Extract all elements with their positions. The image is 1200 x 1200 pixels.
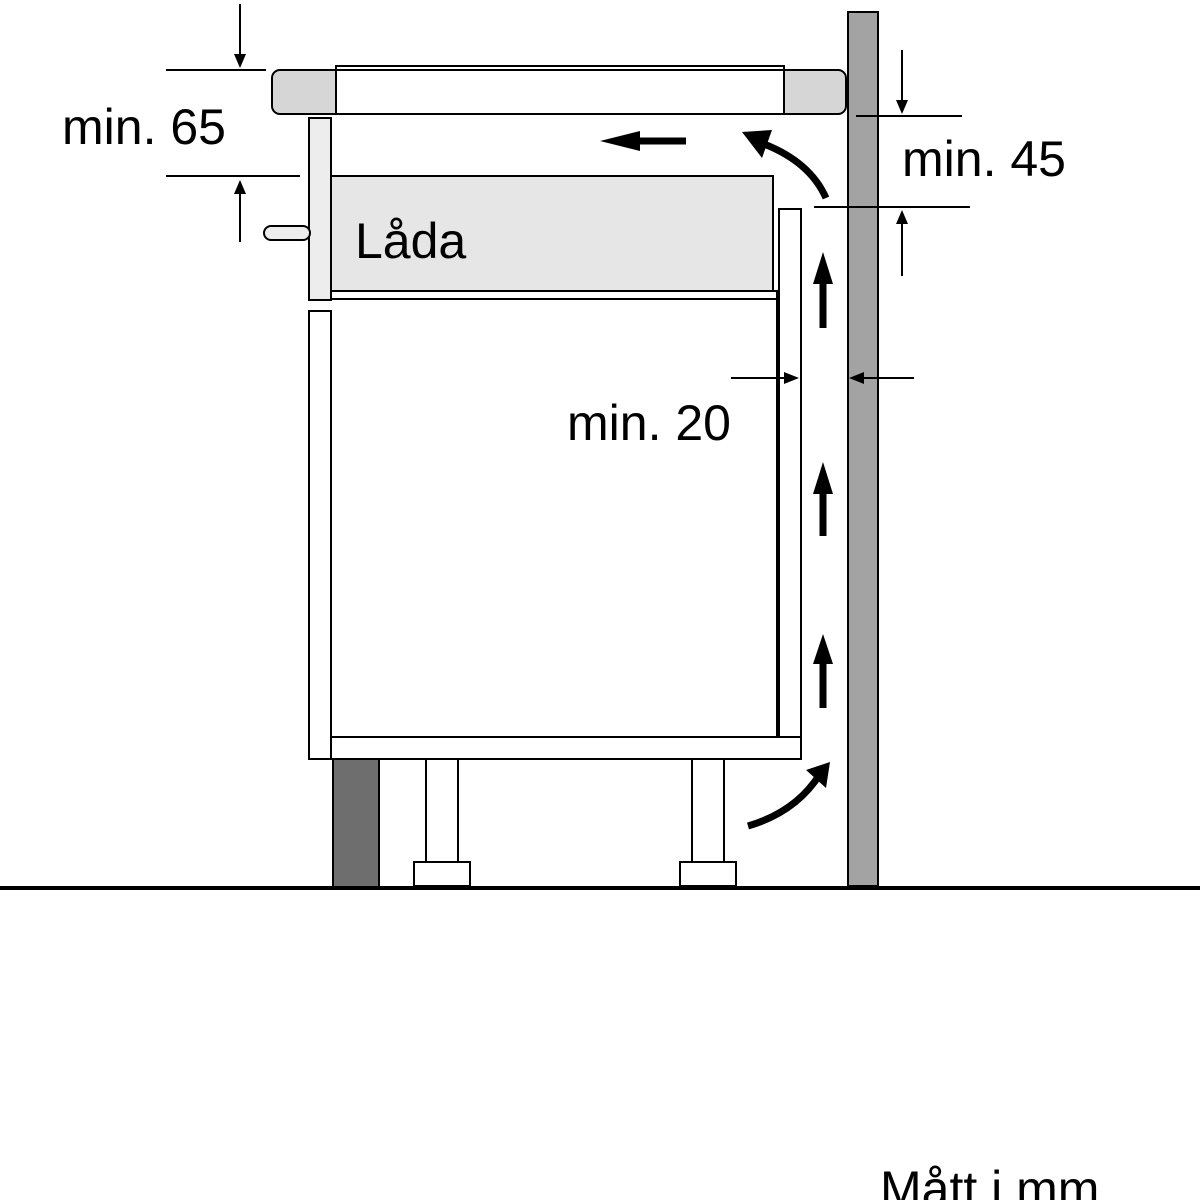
front-panel-lower — [308, 310, 332, 760]
airflow-arrow-up-2 — [813, 462, 833, 536]
airflow-arrow-left — [600, 131, 686, 151]
front-panel-upper — [308, 117, 332, 301]
label-min-65: min. 65 — [62, 99, 226, 155]
airflow-arrow-up-1 — [813, 634, 833, 708]
plinth — [332, 758, 380, 888]
wall — [847, 11, 879, 887]
leg-front — [413, 758, 471, 887]
airflow-arrow-curve-top — [762, 140, 830, 200]
dimension-min-45 — [814, 50, 970, 276]
airflow-arrow-up-3 — [813, 252, 833, 328]
airflow-arrow-curve-bottom — [747, 772, 823, 830]
drawer — [330, 175, 774, 292]
airflow-arrowhead-top — [742, 130, 772, 158]
dimension-min-65 — [166, 4, 300, 242]
airflow-arrows — [600, 130, 833, 830]
dimension-min-20 — [731, 372, 914, 384]
label-min-20: min. 20 — [567, 395, 731, 451]
drawer-handle — [263, 225, 311, 241]
drawer-shelf — [330, 290, 778, 300]
label-min-45: min. 45 — [902, 131, 1066, 187]
cooktop-glass — [335, 65, 785, 115]
cabinet-bottom — [330, 736, 802, 760]
drawer-label: Låda — [355, 213, 466, 269]
hob — [271, 65, 847, 115]
airflow-arrowhead-bottom — [806, 762, 830, 788]
leg-back — [679, 758, 737, 887]
units-note: Mått i mm — [880, 1161, 1099, 1200]
cabinet-rear-panel — [778, 208, 802, 738]
